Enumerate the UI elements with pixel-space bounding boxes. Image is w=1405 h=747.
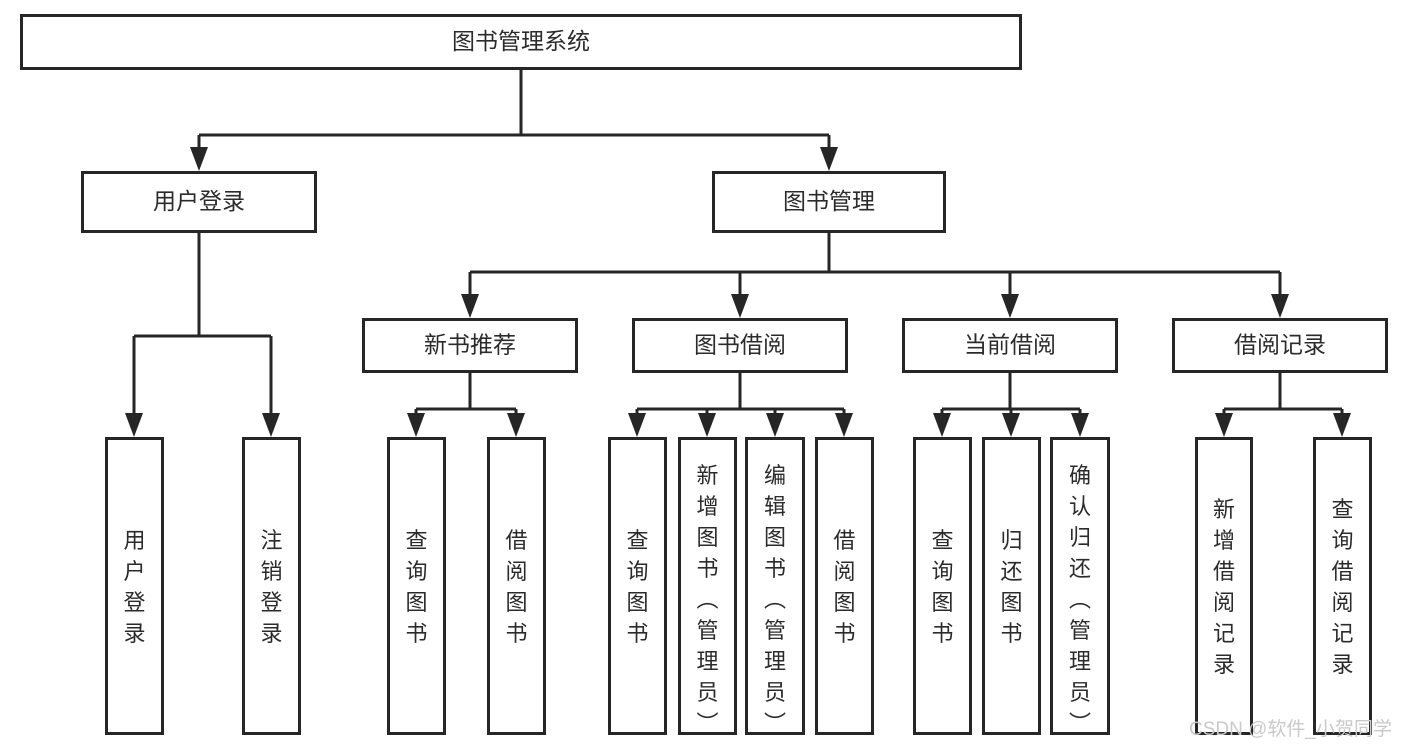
node-leaf-logout-label: 注销登录 — [260, 528, 282, 646]
node-leaf-add-book-admin[interactable]: 新增图书︵管理员︶ — [678, 437, 737, 737]
node-leaf-return-book-box — [982, 437, 1041, 735]
arrow-down-icon — [461, 294, 479, 318]
node-layer: 图书管理系统用户登录图书管理新书推荐图书借阅当前借阅借阅记录用户登录注销登录查询… — [20, 14, 1388, 737]
node-new-book-recommend-label: 新书推荐 — [424, 332, 516, 358]
arrow-down-icon — [698, 413, 716, 437]
node-leaf-confirm-return-admin-label: 确认归还︵管理员︶ — [1069, 463, 1091, 736]
node-leaf-add-borrow-record[interactable]: 新增借阅记录 — [1195, 437, 1253, 735]
node-leaf-logout-box — [242, 437, 301, 735]
arrow-down-icon — [820, 147, 838, 171]
node-borrow-record[interactable]: 借阅记录 — [1172, 318, 1388, 373]
node-leaf-borrow-book-label: 借阅图书 — [833, 528, 855, 646]
node-leaf-return-book[interactable]: 归还图书 — [982, 437, 1041, 735]
node-leaf-edit-book-admin-box — [745, 437, 805, 735]
node-leaf-query-book-current-box — [913, 437, 972, 735]
arrow-down-icon — [190, 147, 208, 171]
connector-layer — [125, 70, 1351, 437]
arrow-down-icon — [1002, 413, 1020, 437]
node-book-borrow-label: 图书借阅 — [694, 332, 786, 358]
csdn-watermark: CSDN @软件_小贺同学 — [1189, 718, 1392, 740]
node-leaf-query-book-borrow-label: 查询图书 — [626, 528, 648, 646]
node-leaf-edit-book-admin-label: 编辑图书︵管理员︶ — [764, 463, 786, 736]
node-leaf-query-book-borrow[interactable]: 查询图书 — [608, 437, 667, 735]
node-leaf-edit-book-admin[interactable]: 编辑图书︵管理员︶ — [745, 437, 805, 737]
node-leaf-user-login[interactable]: 用户登录 — [105, 437, 164, 735]
node-root-system[interactable]: 图书管理系统 — [20, 14, 1022, 70]
arrow-down-icon — [835, 413, 853, 437]
arrow-down-icon — [766, 413, 784, 437]
node-leaf-query-book-recommend-box — [387, 437, 446, 735]
node-book-management[interactable]: 图书管理 — [712, 171, 946, 233]
node-leaf-query-borrow-record[interactable]: 查询借阅记录 — [1313, 437, 1372, 735]
node-leaf-query-borrow-record-label: 查询借阅记录 — [1331, 497, 1353, 677]
arrow-down-icon — [125, 413, 143, 437]
node-current-borrow-label: 当前借阅 — [964, 332, 1056, 358]
node-leaf-borrow-book[interactable]: 借阅图书 — [815, 437, 874, 735]
node-leaf-query-book-current[interactable]: 查询图书 — [913, 437, 972, 735]
node-leaf-user-login-label: 用户登录 — [123, 528, 145, 646]
node-borrow-record-box — [1172, 318, 1388, 373]
arrow-down-icon — [628, 413, 646, 437]
arrow-down-icon — [507, 413, 525, 437]
arrow-down-icon — [731, 294, 749, 318]
arrow-down-icon — [1215, 413, 1233, 437]
node-new-book-recommend[interactable]: 新书推荐 — [362, 318, 578, 373]
node-book-management-box — [712, 171, 946, 233]
arrow-down-icon — [1333, 413, 1351, 437]
node-leaf-borrow-book-recommend[interactable]: 借阅图书 — [487, 437, 546, 735]
node-leaf-query-book-borrow-box — [608, 437, 667, 735]
node-current-borrow[interactable]: 当前借阅 — [902, 318, 1118, 373]
node-borrow-record-label: 借阅记录 — [1234, 332, 1326, 358]
node-leaf-query-book-recommend[interactable]: 查询图书 — [387, 437, 446, 735]
arrow-down-icon — [933, 413, 951, 437]
arrow-down-icon — [262, 413, 280, 437]
arrow-down-icon — [407, 413, 425, 437]
node-user-login-box — [81, 171, 317, 233]
node-leaf-query-borrow-record-box — [1313, 437, 1372, 735]
node-leaf-query-book-recommend-label: 查询图书 — [405, 528, 427, 646]
node-leaf-add-borrow-record-label: 新增借阅记录 — [1213, 497, 1235, 677]
arrow-down-icon — [1071, 413, 1089, 437]
node-root-system-label: 图书管理系统 — [452, 28, 590, 54]
node-book-borrow-box — [632, 318, 848, 373]
node-leaf-return-book-label: 归还图书 — [1000, 528, 1022, 646]
node-leaf-add-book-admin-label: 新增图书︵管理员︶ — [696, 463, 718, 736]
node-book-borrow[interactable]: 图书借阅 — [632, 318, 848, 373]
node-leaf-query-book-current-label: 查询图书 — [931, 528, 953, 646]
arrow-down-icon — [1271, 294, 1289, 318]
node-current-borrow-box — [902, 318, 1118, 373]
node-leaf-borrow-book-recommend-box — [487, 437, 546, 735]
node-leaf-borrow-book-recommend-label: 借阅图书 — [505, 528, 527, 646]
node-leaf-user-login-box — [105, 437, 164, 735]
node-new-book-recommend-box — [362, 318, 578, 373]
node-user-login-label: 用户登录 — [153, 188, 245, 214]
node-root-system-box — [20, 14, 1022, 70]
node-leaf-add-book-admin-box — [678, 437, 737, 735]
node-leaf-add-borrow-record-box — [1195, 437, 1253, 735]
node-book-management-label: 图书管理 — [783, 188, 875, 214]
node-leaf-confirm-return-admin[interactable]: 确认归还︵管理员︶ — [1050, 437, 1110, 737]
node-leaf-logout[interactable]: 注销登录 — [242, 437, 301, 735]
arrow-down-icon — [1001, 294, 1019, 318]
node-leaf-confirm-return-admin-box — [1050, 437, 1110, 735]
node-leaf-borrow-book-box — [815, 437, 874, 735]
node-user-login[interactable]: 用户登录 — [81, 171, 317, 233]
